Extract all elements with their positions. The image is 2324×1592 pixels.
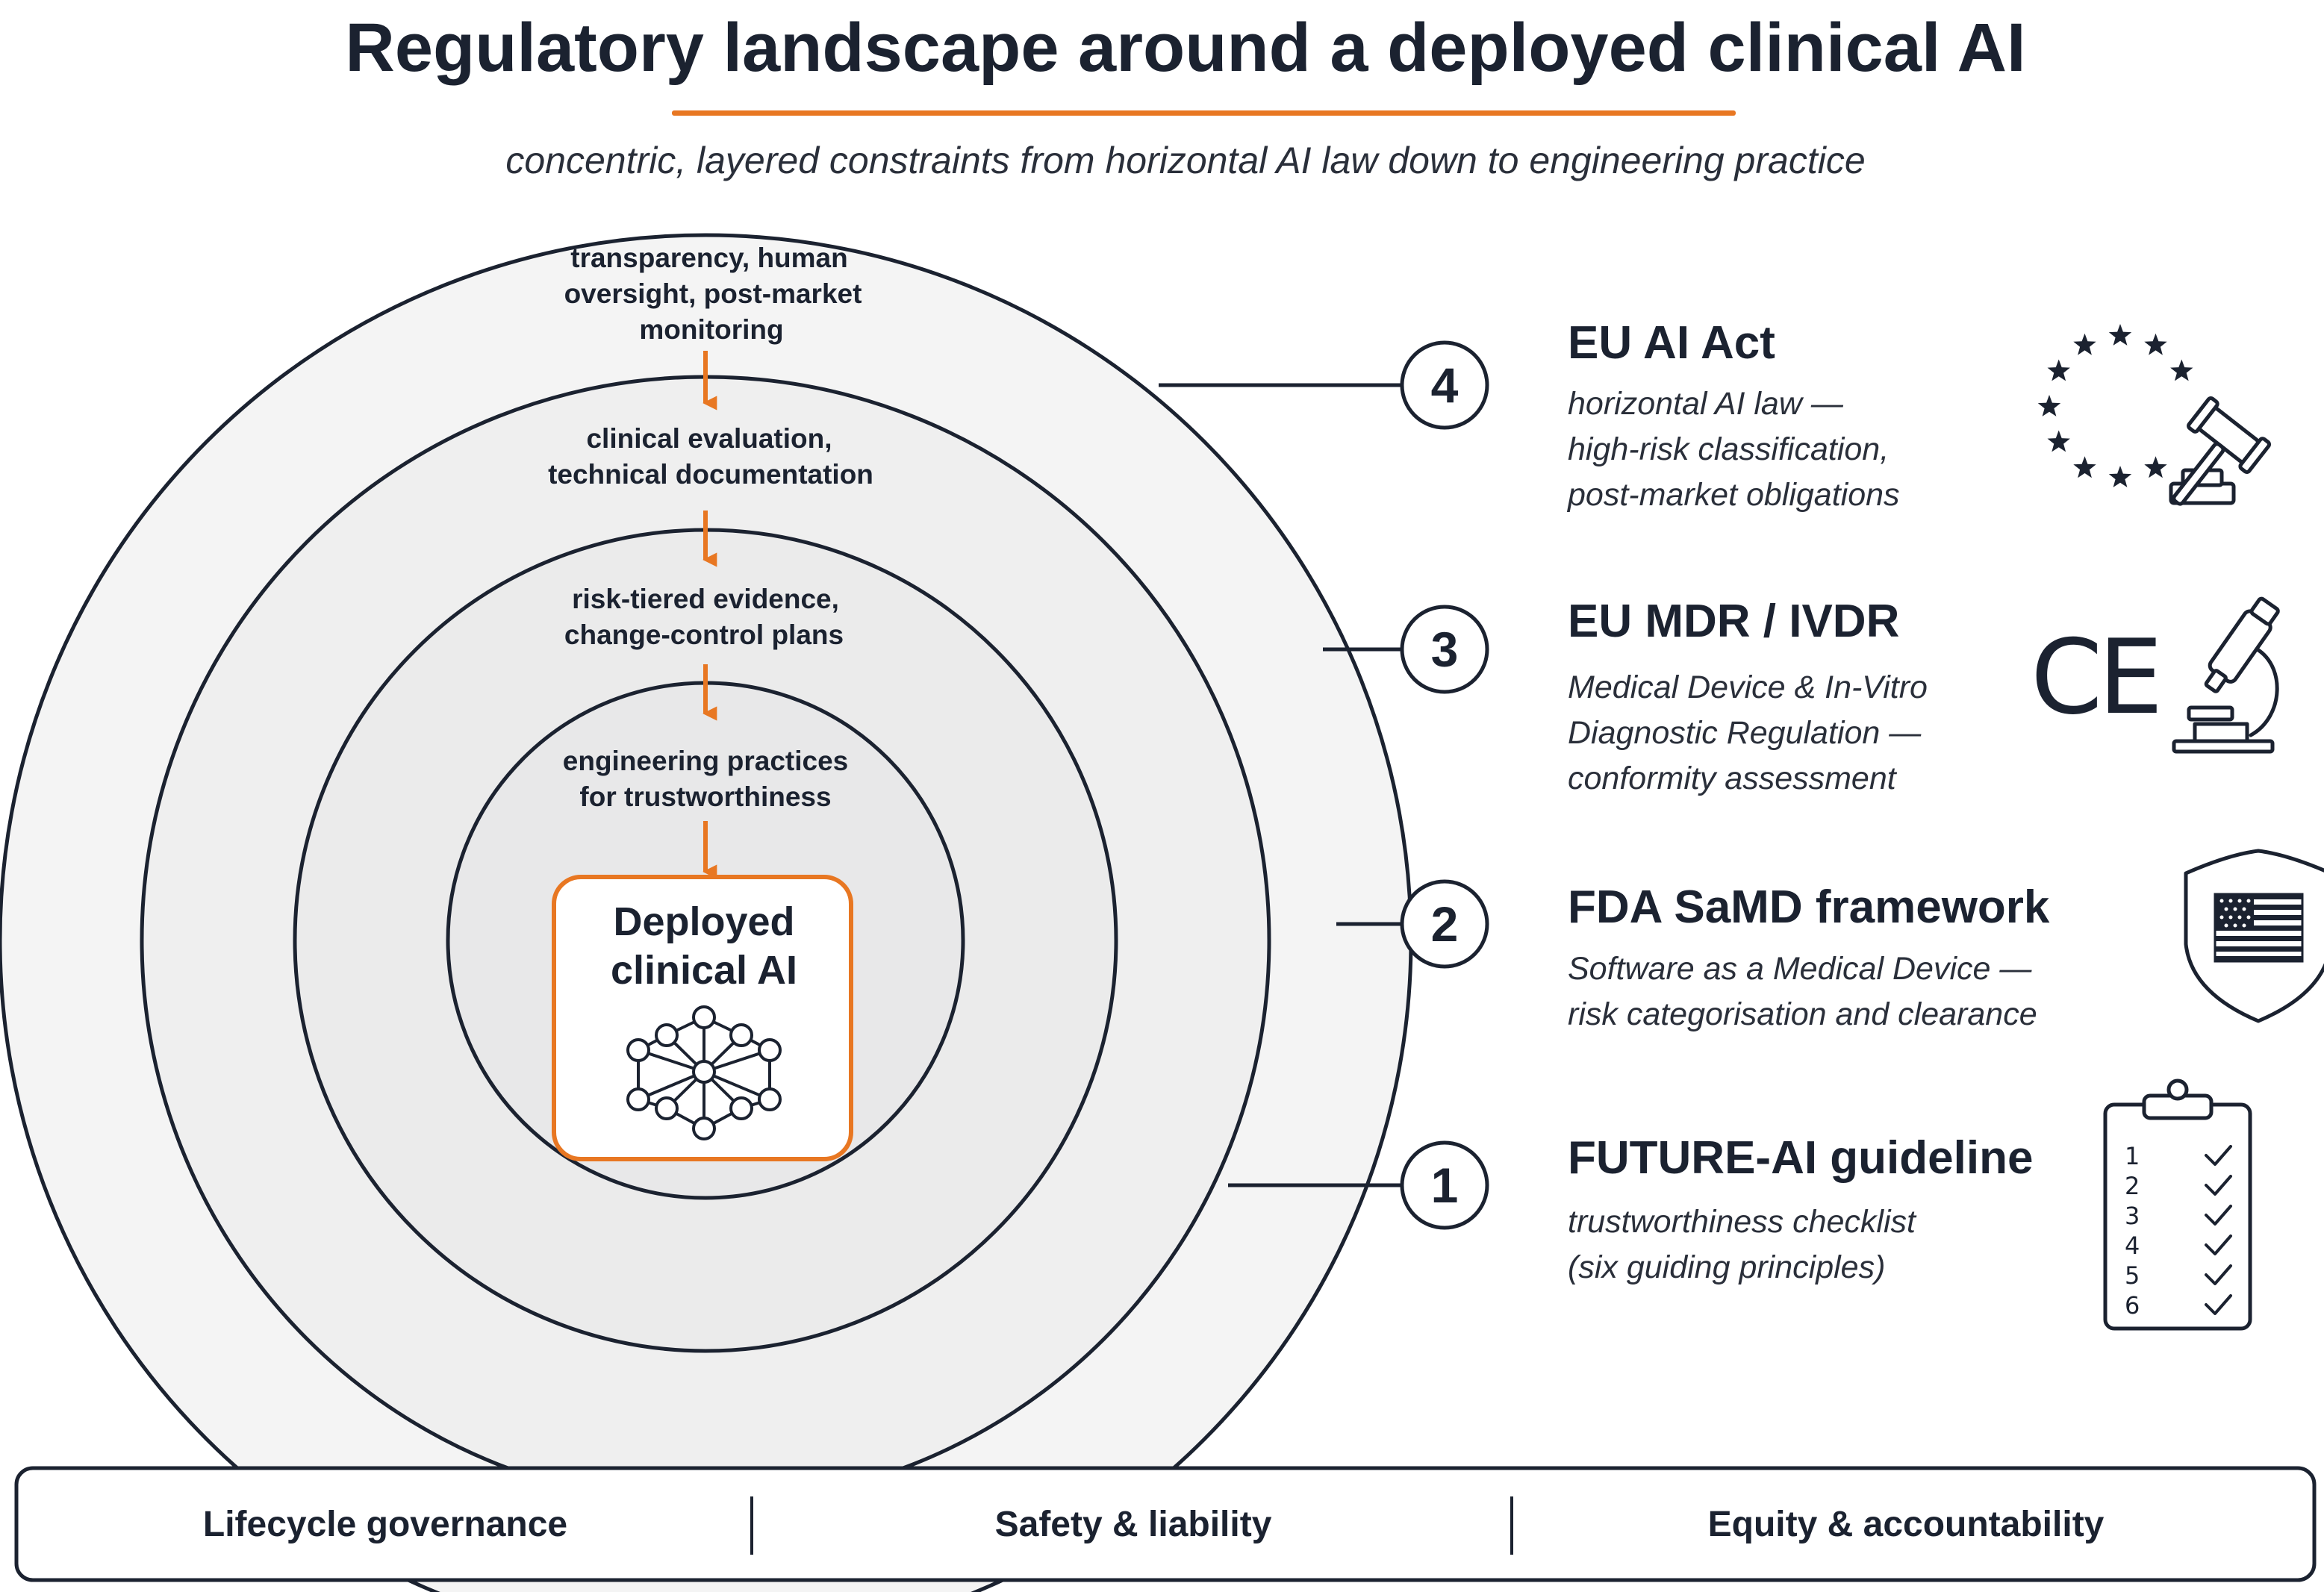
badge-4 — [1400, 340, 1489, 430]
reg-3-name: EU MDR / IVDR — [1568, 596, 1899, 647]
ring-1-label-line-2: for trustworthiness — [579, 781, 831, 812]
ring-4-label-line-2: oversight, post-market — [564, 278, 862, 309]
badge-4-number: 4 — [1431, 358, 1459, 413]
footer-bar: Lifecycle governance Safety & liability … — [14, 1466, 2317, 1582]
us-flag-shield-icon — [2184, 849, 2324, 1023]
reg-4-desc-line-3: post-market obligations — [1566, 477, 1900, 513]
checklist-number: 1 — [2125, 1142, 2140, 1170]
title-underline — [672, 110, 1736, 116]
ce-microscope-icon: CE — [2031, 596, 2280, 754]
eu-star — [2108, 324, 2132, 346]
badge-3 — [1400, 605, 1489, 694]
checklist-number: 5 — [2125, 1261, 2140, 1290]
checklist-number: 3 — [2125, 1202, 2140, 1230]
eu-star — [2144, 456, 2167, 478]
ring-4-label-line-3: monitoring — [639, 314, 783, 345]
footer-frame — [14, 1466, 2317, 1582]
eu-star — [2047, 359, 2070, 381]
eu-stars-gavel-icon — [2037, 324, 2272, 506]
core-box: Deployed clinical AI — [552, 875, 853, 1161]
badge-1 — [1400, 1140, 1489, 1230]
checklist-number: 2 — [2125, 1172, 2140, 1200]
footer-label-safety: Safety & liability — [995, 1505, 1272, 1544]
reg-2-name: FDA SaMD framework — [1568, 881, 2050, 933]
reg-2-desc-line-1: Software as a Medical Device — — [1568, 951, 2032, 987]
eu-star — [2144, 333, 2167, 355]
page-title: Regulatory landscape around a deployed c… — [345, 10, 2025, 86]
checklist-number: 4 — [2125, 1232, 2140, 1260]
check-mark-icon — [2205, 1175, 2232, 1196]
eu-star — [2047, 430, 2070, 452]
reg-3-desc-line-3: conformity assessment — [1568, 761, 1898, 796]
eu-star — [2073, 456, 2096, 478]
ring-labels: transparency, human oversight, post-mark… — [548, 243, 873, 812]
ring-2-label-line-1: risk-tiered evidence, — [572, 584, 839, 614]
ce-mark: CE — [2031, 617, 2159, 737]
eu-star — [2073, 333, 2096, 355]
badge-1-number: 1 — [1431, 1158, 1459, 1213]
check-mark-icon — [2205, 1145, 2232, 1166]
reg-3-desc-line-1: Medical Device & In-Vitro — [1568, 669, 1928, 705]
footer-label-equity: Equity & accountability — [1708, 1505, 2105, 1544]
check-mark-icon — [2205, 1294, 2232, 1315]
badge-2-number: 2 — [1431, 896, 1459, 952]
checklist-number: 6 — [2125, 1291, 2140, 1320]
ring-3-label-line-2: technical documentation — [548, 459, 873, 490]
core-label-line-1: Deployed — [613, 899, 794, 944]
reg-1-name: FUTURE-AI guideline — [1568, 1132, 2033, 1184]
eu-star — [2108, 466, 2132, 487]
check-mark-icon — [2205, 1264, 2232, 1285]
footer-label-lifecycle: Lifecycle governance — [203, 1505, 567, 1544]
ring-2-label-line-2: change-control plans — [564, 619, 844, 650]
regulation-entries: EU AI Act horizontal AI law — high-risk … — [1566, 317, 2050, 1285]
core-label-line-2: clinical AI — [611, 948, 797, 993]
reg-1-desc-line-2: (six guiding principles) — [1568, 1249, 1885, 1285]
badge-2 — [1400, 879, 1489, 969]
number-badges: 4 3 2 1 — [1400, 340, 1489, 1230]
neural-network-icon — [626, 1005, 782, 1140]
reg-4-desc-line-2: high-risk classification, — [1568, 431, 1889, 467]
eu-star — [2170, 359, 2193, 381]
page-subtitle: concentric, layered constraints from hor… — [505, 140, 1865, 181]
check-mark-icon — [2205, 1205, 2232, 1226]
eu-star — [2037, 395, 2061, 416]
badge-3-number: 3 — [1431, 622, 1459, 677]
ring-1-label-line-1: engineering practices — [563, 746, 848, 776]
ring-4-label-line-1: transparency, human — [570, 243, 847, 273]
reg-3-desc-line-2: Diagnostic Regulation — — [1568, 715, 1922, 751]
reg-1-desc-line-1: trustworthiness checklist — [1568, 1204, 1917, 1240]
reg-4-desc-line-1: horizontal AI law — — [1568, 386, 1844, 422]
leader-lines — [1159, 383, 1402, 1187]
check-mark-icon — [2205, 1234, 2232, 1255]
ring-3-label-line-1: clinical evaluation, — [586, 423, 832, 454]
reg-2-desc-line-2: risk categorisation and clearance — [1568, 996, 2037, 1032]
reg-4-name: EU AI Act — [1568, 317, 1775, 369]
